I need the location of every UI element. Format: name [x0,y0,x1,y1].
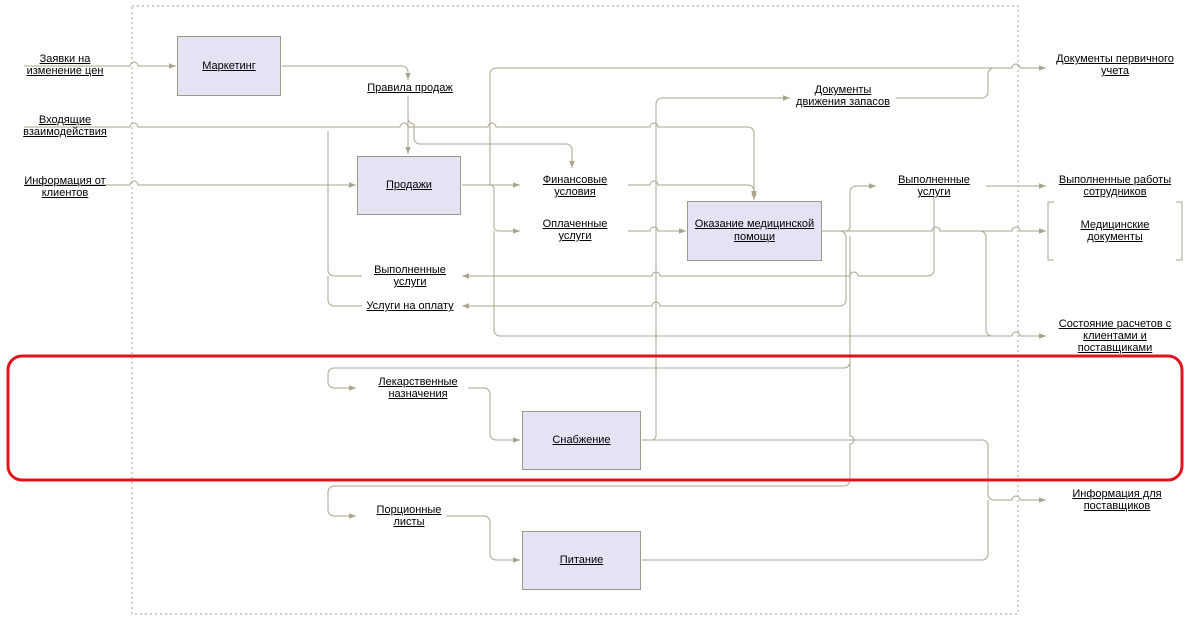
supply-highlight [6,354,1184,482]
flow-label-done-services-left[interactable]: Выполненные услуги [374,264,446,288]
flow-price-requests[interactable] [24,61,176,69]
input-price-requests[interactable]: Заявки на изменение цен [26,53,104,77]
output-staff-work[interactable]: Выполненные работы сотрудников [1058,174,1172,198]
flow-left-loop[interactable] [327,131,362,307]
box-supply[interactable]: Снабжение [522,411,641,470]
diagram-boundary [131,5,1019,615]
flow-label-paid-services[interactable]: Оплаченные услуги [542,218,608,242]
flow-finterms-medical[interactable] [628,180,757,198]
flow-client-info[interactable] [24,180,356,188]
flow-sales-primary-docs[interactable] [489,63,1046,185]
flow-label-portion-sheets[interactable]: Порционные листы [376,504,442,528]
flow-rules-to-finterms[interactable] [407,117,575,168]
output-med-docs[interactable]: Медицинские документы [1080,219,1150,243]
flow-label-inventory-docs[interactable]: Документы движения запасов [796,84,890,108]
flow-sales-paid[interactable] [489,184,520,234]
box-medical[interactable]: Оказание медицинской помощи [687,201,822,261]
flow-label-done-services-right[interactable]: Выполненные услуги [898,174,970,198]
box-marketing-label: Маркетинг [202,59,256,72]
flow-food-supplier-info[interactable] [642,500,989,561]
input-incoming[interactable]: Входящие взаимодействия [23,114,107,138]
flow-supply-supplier-info[interactable] [642,439,1046,503]
box-food-label: Питание [559,554,604,566]
flow-medical-portion-sheets[interactable] [327,250,855,519]
box-medical-label: Оказание медицинской помощи [694,218,815,243]
output-primary-docs[interactable]: Документы первичного учета [1056,53,1174,77]
flow-done-services-back[interactable] [462,196,935,279]
box-marketing[interactable]: Маркетинг [177,36,281,96]
box-sales[interactable]: Продажи [357,156,461,215]
output-settlements[interactable]: Состояние расчетов с клиентами и поставщ… [1058,318,1172,354]
box-supply-label: Снабжение [552,434,611,446]
flow-label-fin-terms[interactable]: Финансовые условия [542,174,608,198]
flow-label-sales-rules[interactable]: Правила продаж [367,82,453,94]
flow-medical-settlements[interactable] [940,230,1012,337]
flow-services-to-pay[interactable] [462,230,847,309]
flow-inventory-docs-primary[interactable] [896,67,1012,99]
flow-paid-medical[interactable] [628,226,686,234]
flow-drug-orders-supply[interactable] [468,387,520,443]
input-client-info[interactable]: Информация от клиентов [24,175,106,199]
box-food[interactable]: Питание [522,531,641,590]
med-docs-bracket-right [1176,201,1183,261]
flow-medical-drug-orders[interactable] [327,236,851,391]
flow-supply-inventory-docs[interactable] [642,95,790,441]
output-supplier-info[interactable]: Информация для поставщиков [1072,488,1162,512]
box-sales-label: Продажи [386,179,432,191]
flow-label-drug-orders[interactable]: Лекарственные назначения [378,376,458,400]
med-docs-bracket-left [1047,201,1054,261]
flow-label-services-to-pay[interactable]: Услуги на оплату [366,300,454,312]
flow-medical-done-services[interactable] [822,183,876,232]
flow-portion-sheets-food[interactable] [446,515,520,563]
flow-marketing-rules[interactable] [282,65,411,80]
